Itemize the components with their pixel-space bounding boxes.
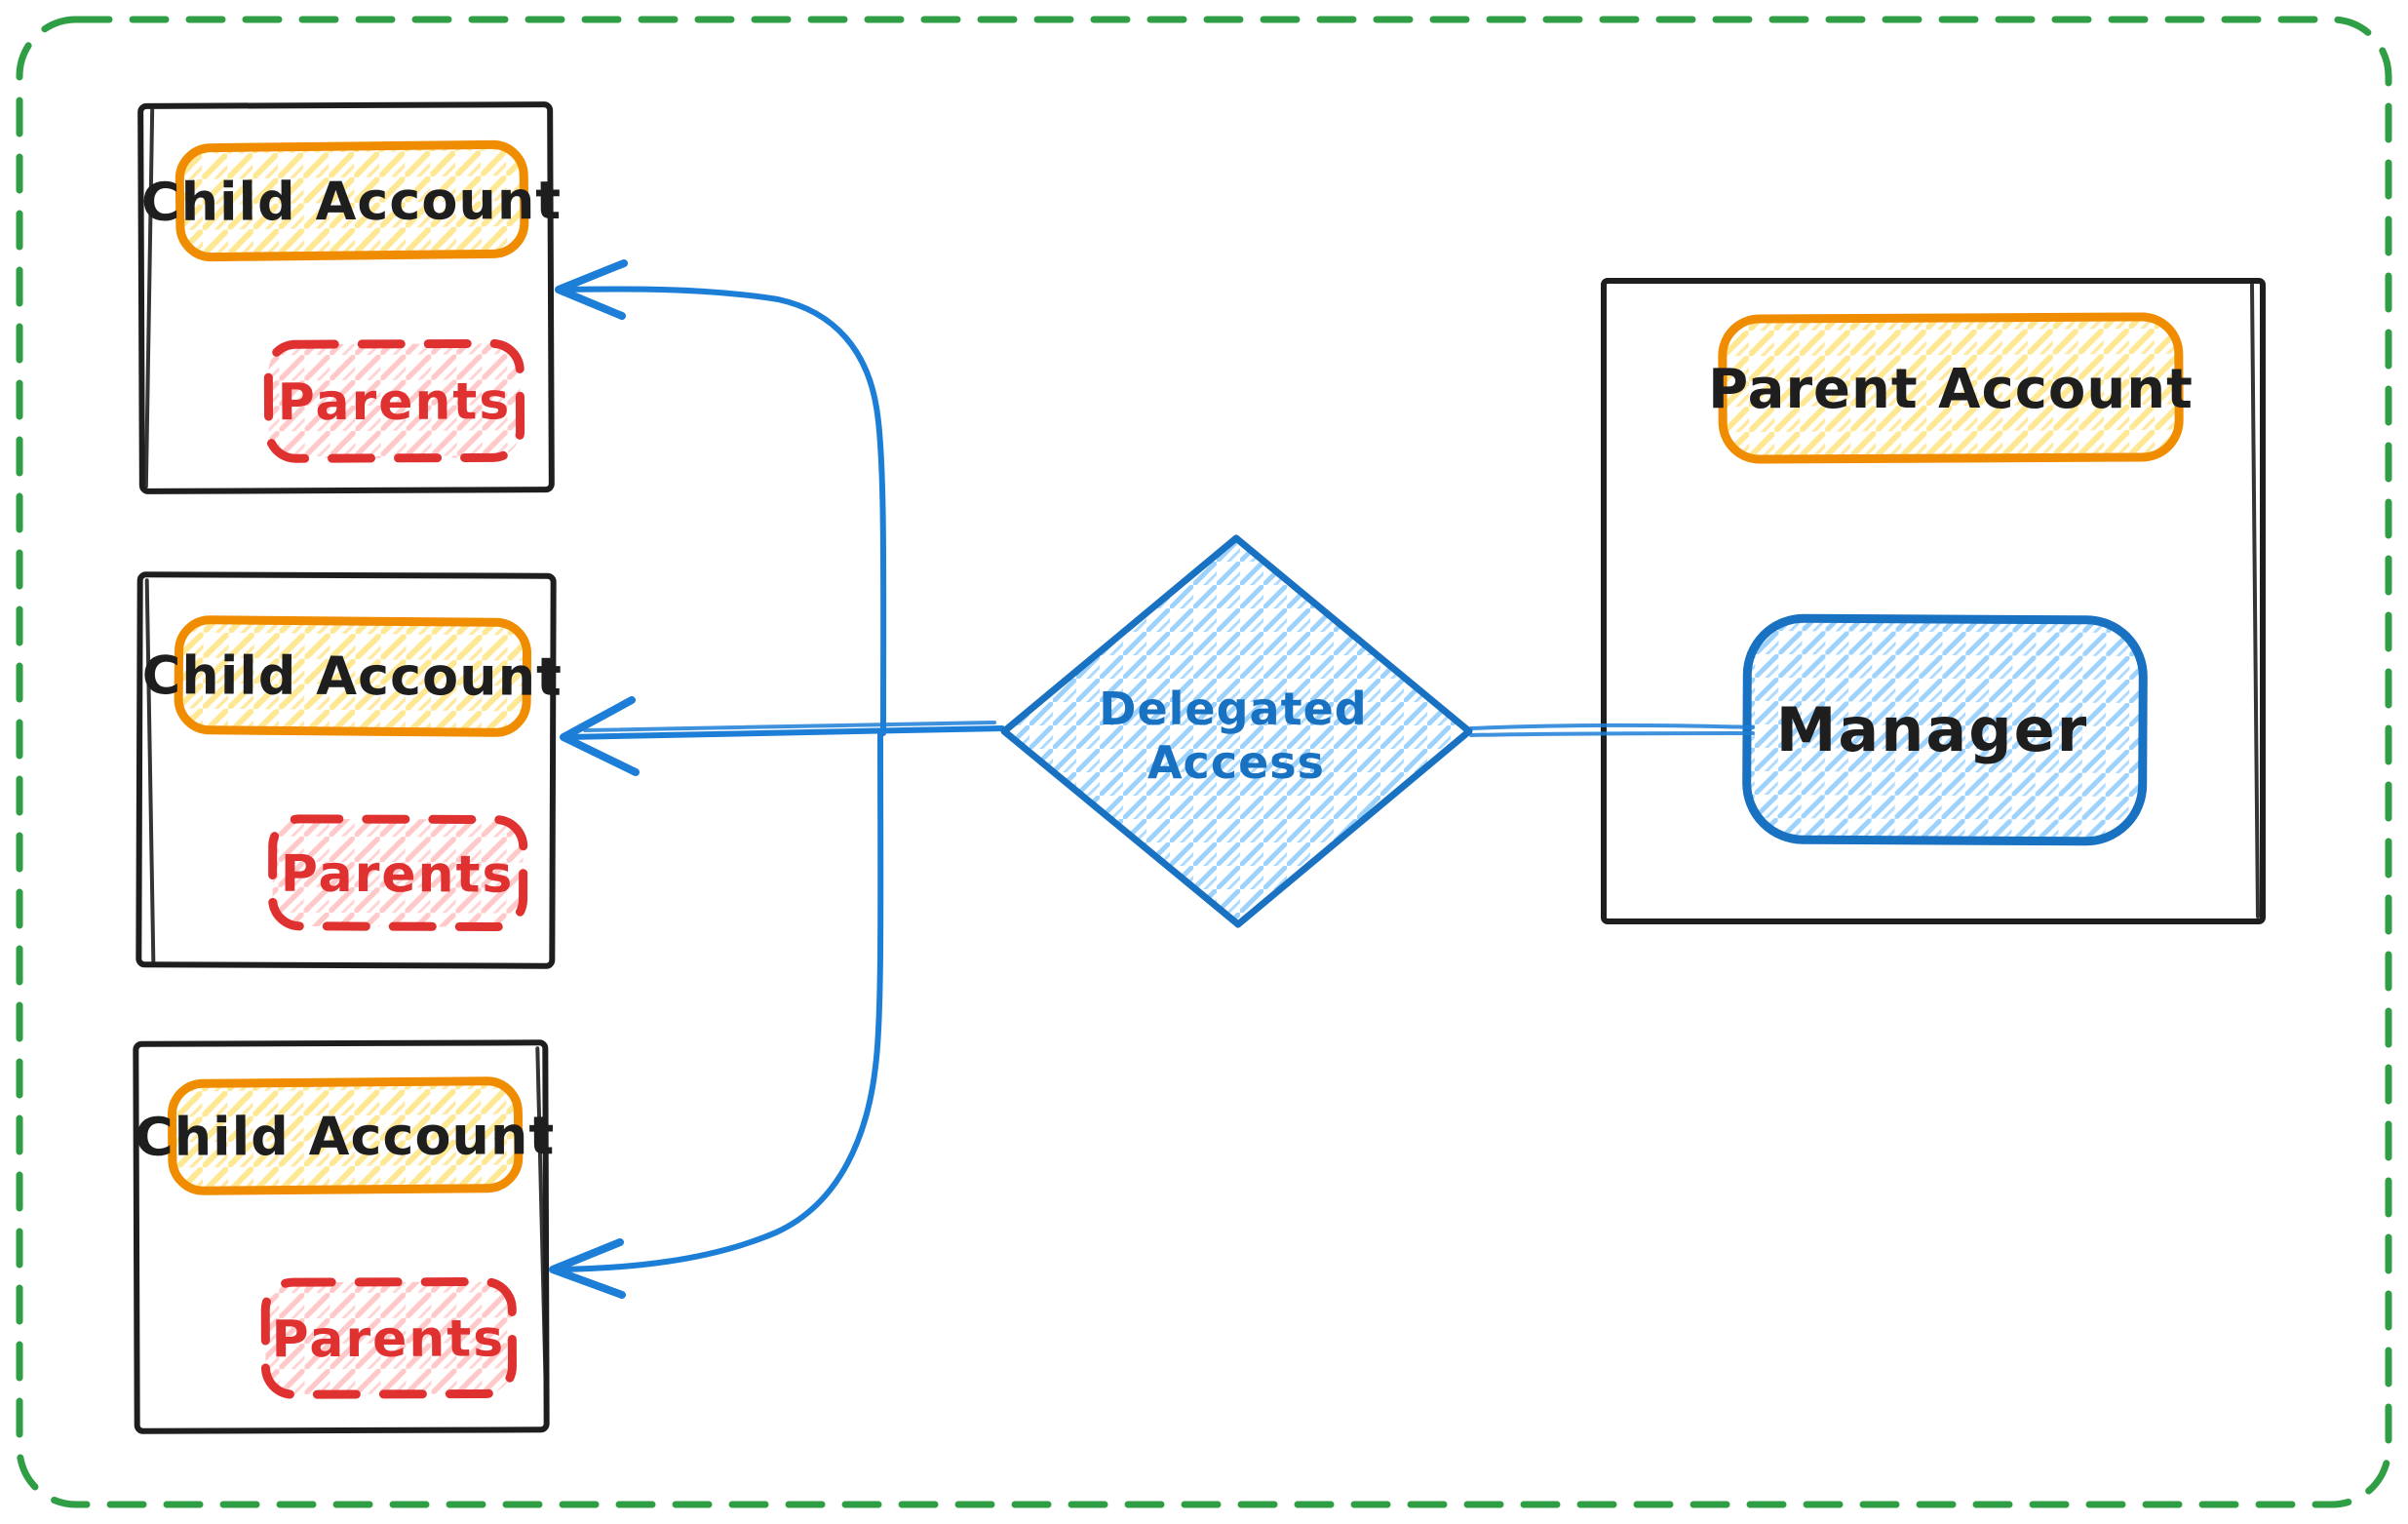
parent-account-node: Parent Account Manager <box>1601 278 2266 924</box>
sketch-stroke <box>535 1046 549 1427</box>
child-account-title-2: Child Account <box>142 645 563 708</box>
parent-account-title: Parent Account <box>1708 358 2194 421</box>
child-account-label-box-2 <box>174 615 532 737</box>
parents-label-1: Parents <box>278 372 512 432</box>
child-account-node-1: Child Account Parents <box>137 101 562 494</box>
child-account-node-3: Child Account Parents <box>133 1039 555 1434</box>
parents-box-3 <box>260 1276 517 1399</box>
child-account-title-3: Child Account <box>135 1105 555 1168</box>
arrow-to-child-3 <box>549 731 884 1299</box>
arrow-head-icon <box>549 1238 626 1299</box>
diamond-label-line-2: Access <box>1147 736 1325 789</box>
parents-label-3: Parents <box>271 1309 505 1369</box>
arrow-shaft <box>560 286 887 736</box>
diamond-label-line-1: Delegated <box>1099 683 1367 735</box>
connectors <box>549 259 1755 1299</box>
child-account-label-box-1 <box>175 139 529 262</box>
arrow-to-child-1 <box>555 259 887 736</box>
sketch-stroke <box>144 578 156 963</box>
parents-box-2 <box>268 814 528 932</box>
child-account-label-box-3 <box>167 1076 524 1195</box>
manager-to-diamond-line <box>1469 723 1755 730</box>
diamond-shape <box>1000 534 1473 928</box>
parents-label-2: Parents <box>281 845 515 905</box>
arrow-to-child-2 <box>560 696 1005 776</box>
parents-box-1 <box>263 338 525 463</box>
parent-account-label-box <box>1718 312 2184 464</box>
delegated-access-diamond: Delegated Access <box>1000 534 1473 928</box>
child-account-title-1: Child Account <box>141 170 562 233</box>
canvas-border <box>16 16 2392 1508</box>
arrow-shaft-sketch <box>583 721 996 732</box>
arrow-head-icon <box>560 696 640 776</box>
arrow-head-icon <box>555 259 628 320</box>
manager-label: Manager <box>1776 694 2089 765</box>
manager-to-diamond-line-2 <box>1469 731 1755 737</box>
sketch-stroke <box>2250 283 2260 918</box>
arrow-shaft <box>564 725 1005 740</box>
sketch-stroke <box>143 107 155 488</box>
arrow-shaft <box>555 731 884 1272</box>
child-account-node-2: Child Account Parents <box>136 571 563 969</box>
